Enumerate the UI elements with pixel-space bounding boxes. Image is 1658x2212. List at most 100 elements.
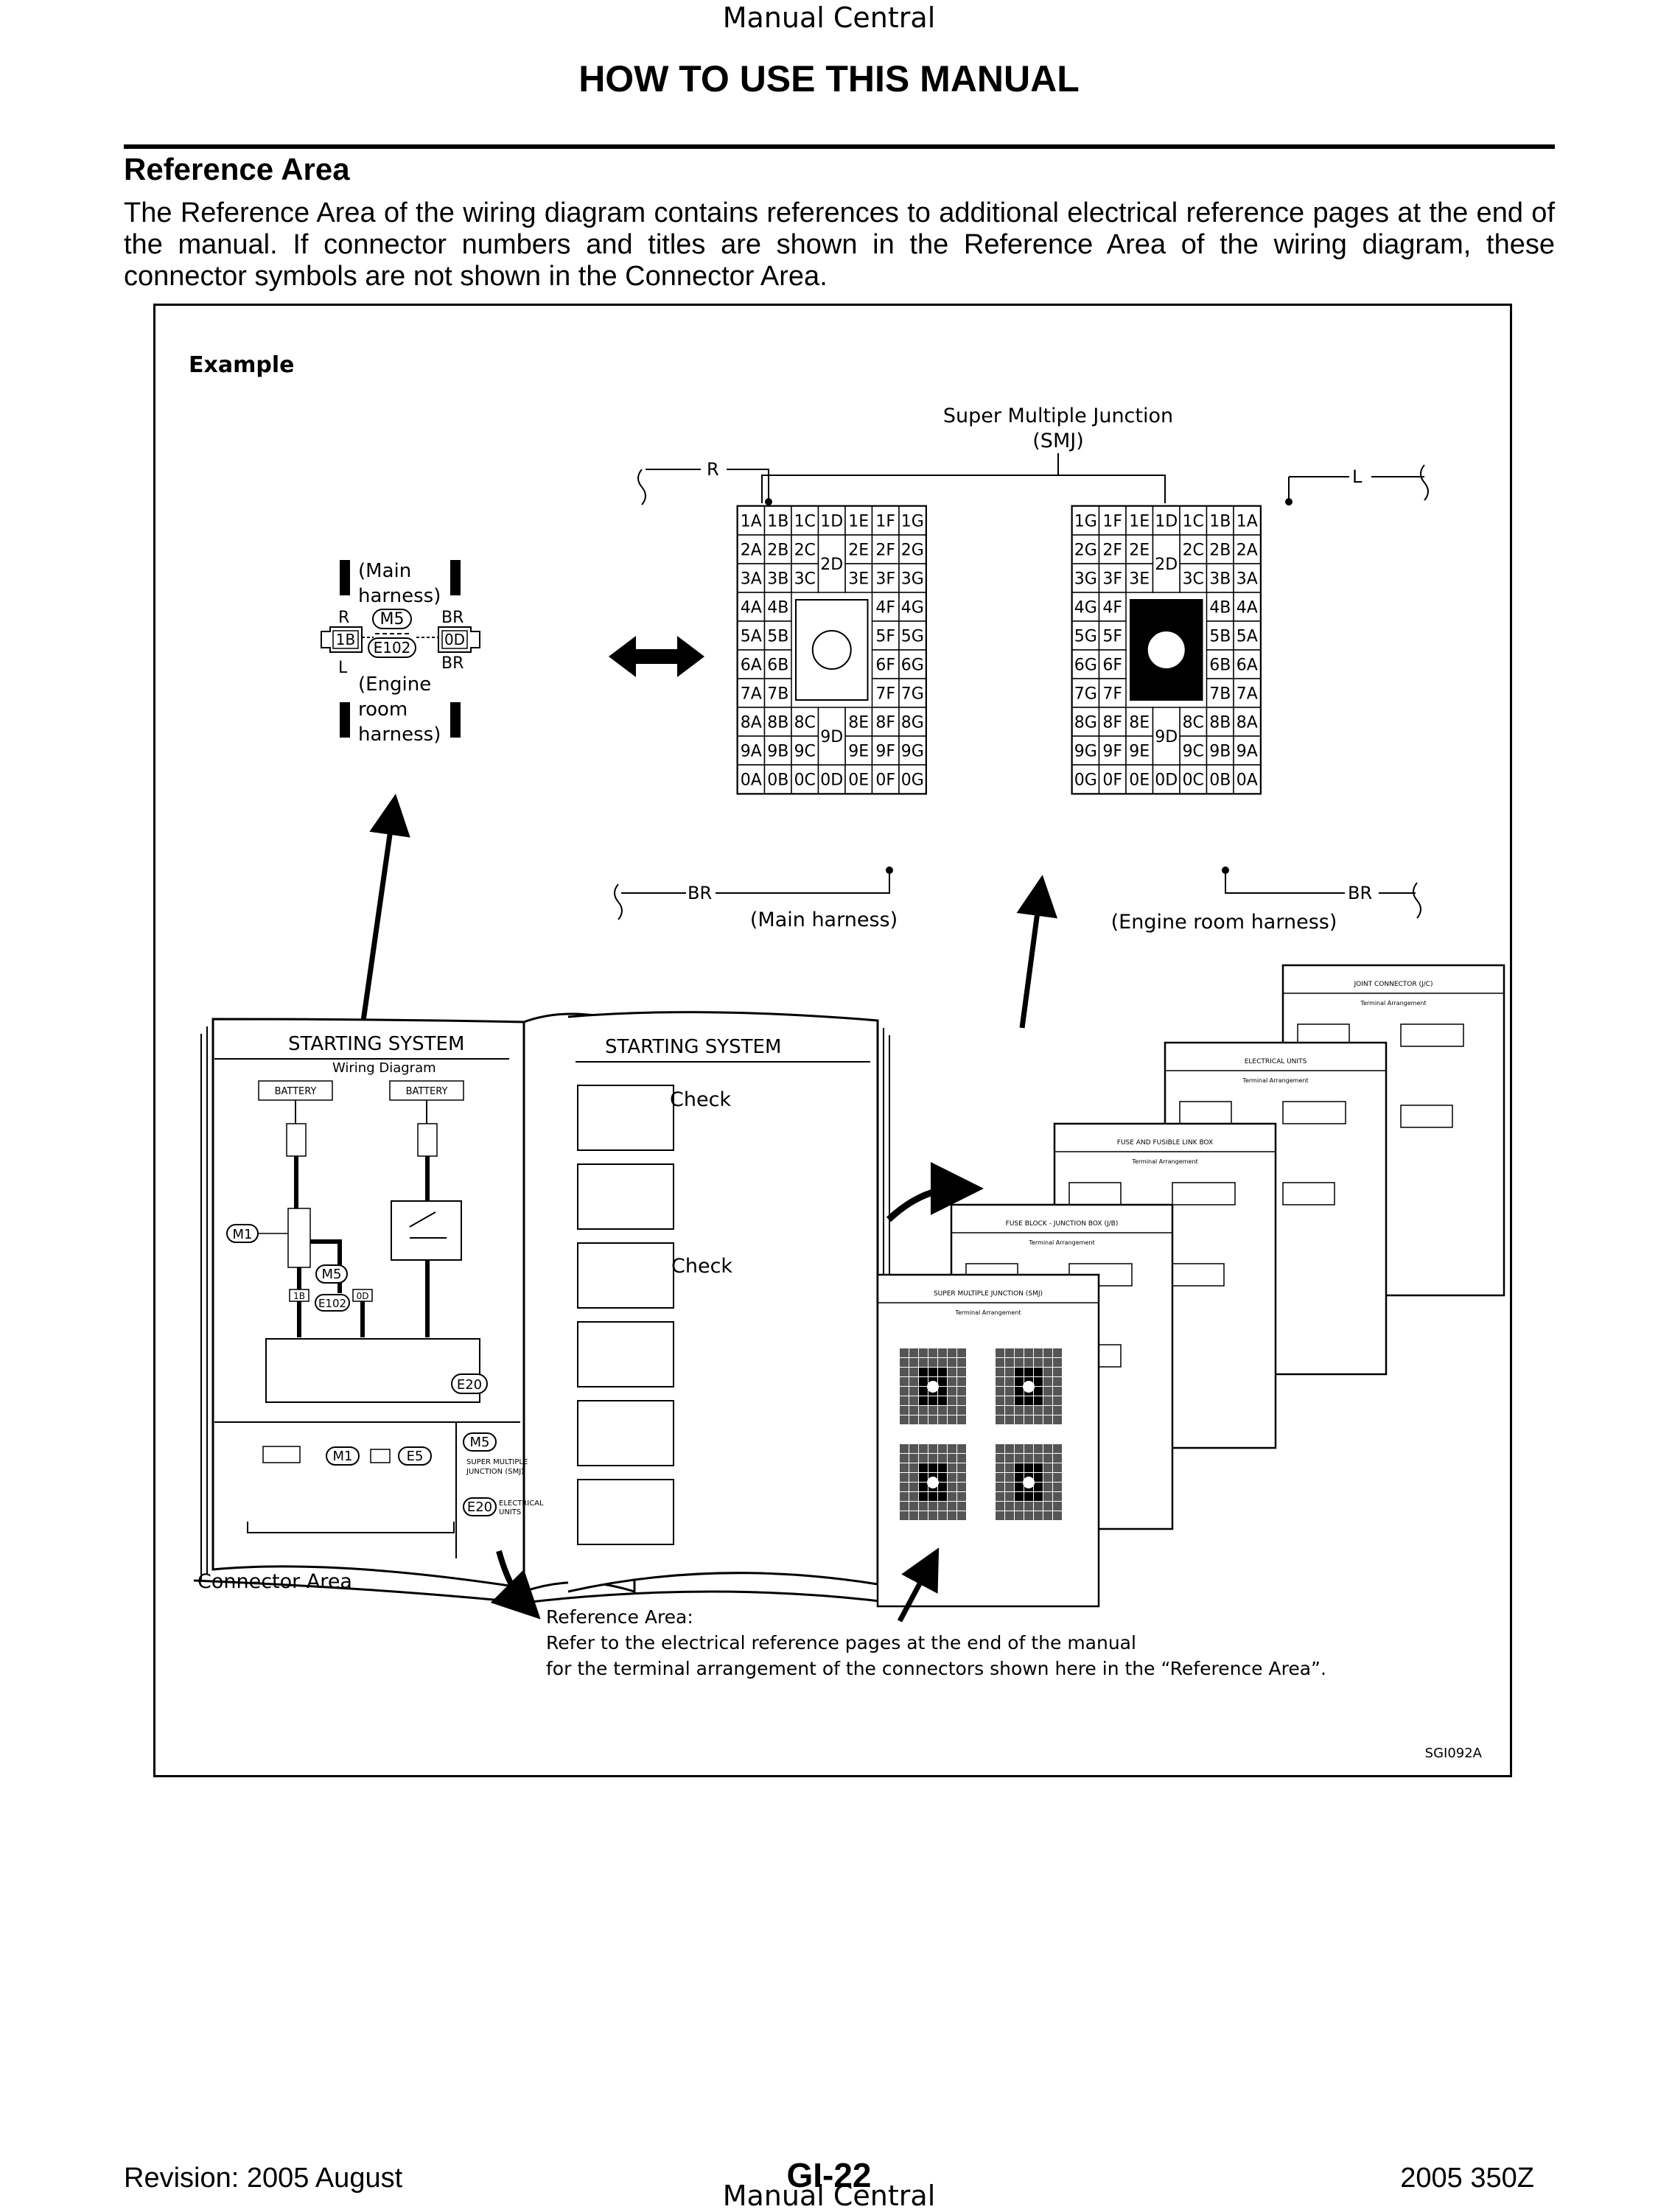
wire-break-symbol xyxy=(1420,464,1429,501)
main-grid-cell-label: 7G xyxy=(901,685,924,704)
mini-smj-grid xyxy=(900,1348,966,1424)
main-grid-cell-label: 7A xyxy=(741,685,762,704)
engine-grid-cell-label: 5G xyxy=(1074,628,1097,646)
engine-grid-cell-label: 9D xyxy=(1155,728,1178,746)
main-grid-cell xyxy=(763,592,792,622)
main-grid-cell-label: 3F xyxy=(875,570,895,589)
main-grid-cell-label: 5B xyxy=(767,628,788,646)
engine-grid-cell-label: 1C xyxy=(1183,513,1204,531)
main-grid-cell-label: 9A xyxy=(741,743,762,761)
engine-grid-cell-label: 5F xyxy=(1102,628,1122,646)
engine-grid-cell-label: 3F xyxy=(1102,570,1122,589)
mini-smj-grid xyxy=(996,1348,1062,1424)
main-grid-cell-label: 9E xyxy=(848,743,869,761)
reference-page-subtitle: Terminal Arrangement xyxy=(1131,1158,1197,1165)
main-grid-cell-label: 2B xyxy=(767,542,788,560)
smj-title: Super Multiple Junction xyxy=(943,405,1173,427)
main-grid-cell-label: 0G xyxy=(901,771,924,790)
inset-m5-connector xyxy=(372,609,412,629)
main-grid-cell xyxy=(844,534,873,564)
engine-grid-cell xyxy=(1098,620,1127,651)
main-grid-cell-label: 9B xyxy=(767,743,788,761)
main-grid-cell-label: 2C xyxy=(794,542,816,560)
main-grid-cell-label: 1E xyxy=(848,513,869,531)
book-check-1: Check xyxy=(670,1088,731,1111)
engine-grid-cell xyxy=(1233,563,1262,593)
book-ref-e20-text1: ELECTRICAL xyxy=(499,1499,544,1508)
wire-r-dot xyxy=(765,498,772,505)
reference-note-line2: Refer to the electrical reference pages … xyxy=(546,1632,1136,1653)
main-grid-cell-label: 6G xyxy=(901,657,924,675)
smj-subtitle: (SMJ) xyxy=(1032,430,1083,452)
equivalence-double-arrow xyxy=(609,636,704,677)
engine-grid-cell-label: 3G xyxy=(1074,570,1097,589)
main-grid-cell xyxy=(737,764,766,794)
book-battery-label-2: BATTERY xyxy=(406,1086,448,1097)
main-grid-cell xyxy=(763,649,792,679)
mini-connector xyxy=(1068,1182,1122,1205)
engine-grid-cell-label: 3B xyxy=(1209,570,1231,589)
book-connector-e5: E5 xyxy=(407,1449,424,1464)
main-grid-merged-cell xyxy=(817,534,846,593)
engine-grid-cell-label: 9C xyxy=(1183,743,1204,761)
wire-br2-dot xyxy=(1222,867,1229,874)
engine-grid-cell xyxy=(1206,620,1234,651)
inset-pin-1b: 1B xyxy=(336,631,355,648)
main-grid-cell xyxy=(898,735,927,766)
mini-smj-grid xyxy=(900,1444,966,1520)
engine-grid-cell xyxy=(1125,764,1154,794)
engine-grid-cell xyxy=(1152,764,1180,794)
engine-grid-cell-label: 0C xyxy=(1183,771,1204,790)
engine-grid-cell-label: 8B xyxy=(1209,714,1231,732)
main-grid-centre-hole xyxy=(811,630,852,670)
reference-note-line1: Reference Area: xyxy=(546,1606,693,1628)
main-grid-cell-label: 5A xyxy=(741,628,762,646)
wire-br-path xyxy=(716,872,890,894)
book-ref-e20: E20 xyxy=(467,1499,492,1515)
main-grid-cell xyxy=(737,649,766,679)
engine-grid-cell-label: 4G xyxy=(1074,599,1097,617)
engine-grid-cell-label: 1A xyxy=(1236,513,1258,531)
book-ref-m5-text1: SUPER MULTIPLE xyxy=(466,1458,528,1466)
smj-title-leader xyxy=(761,453,1059,503)
book-check-2: Check xyxy=(671,1255,732,1278)
wire-l-label: L xyxy=(1352,466,1363,487)
main-grid-cell-label: 2E xyxy=(848,542,869,560)
main-grid-cell-label: 8C xyxy=(794,714,816,732)
model-label: 2005 350Z xyxy=(1400,2163,1534,2194)
main-grid-cell-label: 0D xyxy=(820,771,843,790)
main-grid-cell xyxy=(844,764,873,794)
main-grid-cell-label: 6B xyxy=(767,657,788,675)
inset-main-line2: harness) xyxy=(358,585,441,607)
main-grid-cell-label: 1A xyxy=(741,513,762,531)
engine-grid-cell-label: 9G xyxy=(1074,743,1097,761)
book-ref-m5-text2: JUNCTION (SMJ) xyxy=(466,1468,524,1476)
engine-grid-cell-label: 4A xyxy=(1236,599,1258,617)
main-grid-cell-label: 1D xyxy=(820,513,843,531)
engine-grid-cell-label: 2C xyxy=(1183,542,1204,560)
main-grid-cell-label: 6F xyxy=(875,657,895,675)
main-grid-cell-label: 1G xyxy=(901,513,924,531)
main-grid-cell-label: 5F xyxy=(875,628,895,646)
main-grid-cell xyxy=(763,764,792,794)
reference-area-arrow xyxy=(490,1550,541,1620)
engine-grid-cell xyxy=(1071,764,1100,794)
engine-grid-cell xyxy=(1071,707,1100,737)
main-grid-cell-label: 0E xyxy=(848,771,869,790)
main-grid-cell xyxy=(898,764,927,794)
engine-grid-cell-label: 1E xyxy=(1129,513,1150,531)
main-grid-cell-label: 8F xyxy=(875,714,895,732)
mini-smj-grid xyxy=(996,1444,1062,1520)
engine-grid-cell xyxy=(1179,764,1208,794)
book-m1-label: M1 xyxy=(233,1227,253,1242)
main-grid-cell xyxy=(844,505,873,536)
main-grid-cell-label: 7F xyxy=(875,685,895,704)
reference-note-line3: for the terminal arrangement of the conn… xyxy=(546,1658,1326,1679)
engine-grid-cell xyxy=(1125,534,1154,564)
main-grid-cell xyxy=(844,735,873,766)
book-pin-0d: 0D xyxy=(357,1291,369,1301)
main-grid-cell xyxy=(871,563,900,593)
inset-eng-line3: harness) xyxy=(358,724,441,746)
engine-grid-cell-label: 2D xyxy=(1155,556,1178,574)
